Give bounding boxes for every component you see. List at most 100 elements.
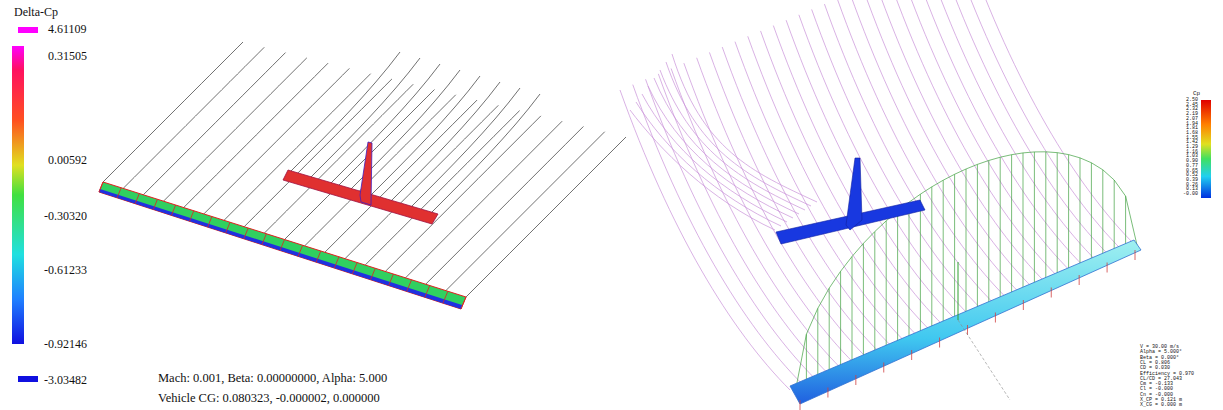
line <box>1057 153 1058 280</box>
curve <box>773 26 943 326</box>
line <box>1080 158 1081 270</box>
line <box>389 274 394 286</box>
scale-value: X_CP = 0.121 m <box>1140 398 1182 403</box>
scale-value: X_CG = 0.000 m <box>1140 403 1182 408</box>
line <box>153 199 157 209</box>
line <box>1011 155 1012 300</box>
line <box>943 180 944 329</box>
curve <box>365 111 519 265</box>
curve <box>671 69 841 369</box>
curve <box>648 86 793 218</box>
line <box>461 297 466 309</box>
line <box>226 222 230 233</box>
label: -0.61233 <box>44 264 87 276</box>
curve <box>390 82 500 202</box>
curve <box>812 9 982 309</box>
line <box>371 268 376 280</box>
line <box>262 234 266 245</box>
label: Cp <box>1193 91 1200 97</box>
line <box>407 280 412 292</box>
main-wing <box>99 182 466 309</box>
line <box>1051 288 1052 298</box>
line <box>874 232 875 359</box>
curve <box>660 70 805 210</box>
line <box>190 211 194 222</box>
curve <box>850 0 1020 293</box>
line <box>863 243 864 363</box>
scale-value: Alpha = 5.000° <box>1140 350 1182 355</box>
line <box>443 291 448 303</box>
curve <box>761 31 931 331</box>
curve <box>654 78 799 214</box>
line <box>855 375 856 385</box>
curve <box>863 0 1033 288</box>
color-bar <box>12 46 24 344</box>
line <box>1034 152 1035 289</box>
line <box>1068 155 1069 275</box>
line <box>995 313 996 323</box>
line <box>244 228 248 239</box>
line <box>840 271 841 373</box>
line <box>966 169 967 319</box>
scale-value: CL = 0.806 <box>1140 361 1170 366</box>
scale-value: CD = 0.030 <box>1140 366 1170 371</box>
label: 0.31505 <box>48 50 87 62</box>
curve <box>426 126 584 284</box>
curve <box>446 132 605 291</box>
line <box>897 211 898 348</box>
line <box>852 257 853 369</box>
line <box>977 164 978 314</box>
line <box>425 286 430 298</box>
line <box>1023 300 1024 310</box>
curve <box>430 94 540 214</box>
line <box>334 257 339 268</box>
curve <box>672 54 817 202</box>
curve <box>330 64 440 184</box>
axis-line <box>958 320 1010 400</box>
curve <box>244 79 392 227</box>
line <box>931 187 932 334</box>
curve <box>123 47 264 188</box>
curve <box>666 62 811 206</box>
line <box>827 388 828 398</box>
curve <box>410 88 520 208</box>
curve <box>406 121 563 278</box>
line <box>909 202 910 343</box>
curve <box>786 20 956 320</box>
curve <box>143 53 285 195</box>
line <box>352 263 357 274</box>
line <box>1135 250 1136 260</box>
scale-value: CL/CD = 27.043 <box>1140 377 1182 382</box>
line <box>99 182 103 192</box>
curve <box>636 102 781 226</box>
label: Delta-Cp <box>14 6 58 18</box>
label: 4.61109 <box>48 23 87 35</box>
lift-vector <box>958 262 959 320</box>
line <box>1045 152 1046 285</box>
scale-value: -0.00 <box>1183 192 1198 197</box>
line <box>829 288 830 378</box>
line <box>1102 170 1103 260</box>
wing-panels <box>99 182 466 309</box>
curve <box>290 52 400 172</box>
label: -0.92146 <box>44 338 87 350</box>
line <box>316 251 321 262</box>
line <box>967 325 968 335</box>
line <box>817 308 818 383</box>
line <box>954 174 955 324</box>
line <box>1125 196 1126 250</box>
line <box>1114 180 1115 255</box>
main-wing <box>790 240 1141 404</box>
curve <box>370 76 480 196</box>
line <box>886 221 887 354</box>
curve <box>103 42 243 182</box>
wake-lines <box>103 42 626 297</box>
scale-value: Cn = -0.000 <box>1140 393 1173 398</box>
color-swatch <box>18 376 38 382</box>
curve <box>965 0 1135 245</box>
line <box>883 363 884 373</box>
line <box>1091 163 1092 265</box>
line <box>135 194 139 204</box>
curve <box>837 0 1007 299</box>
